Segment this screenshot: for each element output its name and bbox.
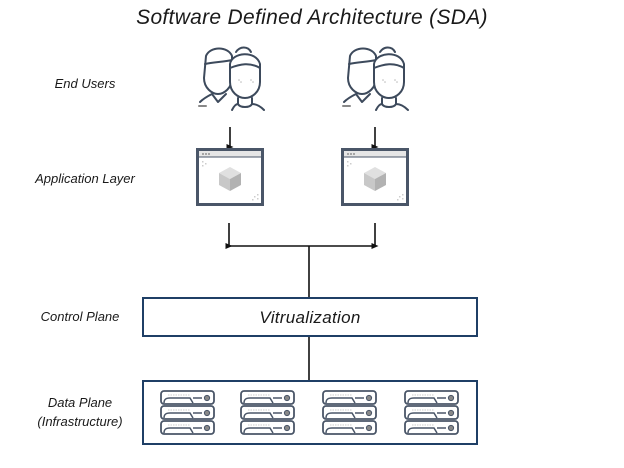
virtualization-label: Vitrualization [259, 308, 361, 327]
layer-label-control-plane: Control Plane [40, 309, 120, 324]
users-icon [342, 46, 409, 111]
server-stack-icon [160, 390, 215, 435]
diagram-title: Software Defined Architecture (SDA) [136, 6, 488, 29]
layer-label-end-users: End Users [54, 76, 116, 91]
app-window-icon [196, 148, 264, 206]
server-stack-icon [404, 390, 459, 435]
layer-label-data-plane-line1: Data Plane [47, 395, 113, 410]
layer-label-data-plane: Data Plane (Infrastructure) [25, 393, 135, 431]
server-stack-icon [240, 390, 295, 435]
users-icon [198, 46, 265, 111]
control-plane-box: Vitrualization [142, 297, 478, 337]
app-window-icon [341, 148, 409, 206]
server-stack-icon [322, 390, 377, 435]
layer-label-data-plane-line2: (Infrastructure) [37, 414, 123, 429]
layer-label-application: Application Layer [35, 171, 135, 186]
